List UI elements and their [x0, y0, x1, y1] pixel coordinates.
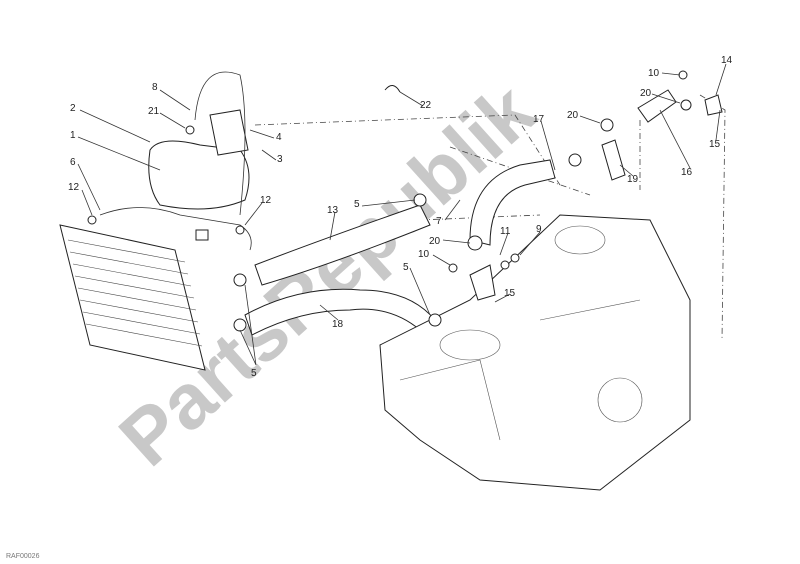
callout-8: 8 — [152, 82, 158, 93]
radiator — [59, 224, 206, 371]
breather-hose — [194, 71, 246, 216]
leader-lines — [77, 63, 727, 366]
callout-12: 12 — [68, 182, 80, 193]
callout-18: 18 — [332, 319, 344, 330]
bracket — [209, 109, 249, 156]
callout-1: 1 — [70, 130, 76, 141]
callout-11: 11 — [500, 226, 511, 237]
tank-hose — [99, 207, 252, 251]
callout-12: 12 — [260, 195, 272, 206]
hose-17 — [469, 159, 556, 246]
callout-5: 5 — [354, 199, 360, 210]
callout-20: 20 — [640, 88, 652, 99]
callout-6: 6 — [70, 157, 76, 168]
callout-3: 3 — [277, 154, 283, 165]
callout-20: 20 — [429, 236, 441, 247]
callout-9: 9 — [536, 224, 542, 235]
expansion-tank — [148, 140, 250, 210]
callout-22: 22 — [420, 100, 432, 111]
callout-7: 7 — [436, 216, 442, 227]
callout-2: 2 — [70, 103, 76, 114]
drawing-code: RAF00026 — [6, 553, 40, 560]
callout-15: 15 — [504, 288, 516, 299]
callouts: 8 2 21 4 1 3 6 12 12 13 5 22 10 14 20 20… — [68, 55, 733, 379]
callout-10: 10 — [648, 68, 660, 79]
callout-10: 10 — [418, 249, 430, 260]
callout-19: 19 — [627, 174, 639, 185]
callout-14: 14 — [721, 55, 733, 66]
callout-16: 16 — [681, 167, 693, 178]
callout-20: 20 — [567, 110, 579, 121]
callout-5: 5 — [251, 368, 257, 379]
callout-4: 4 — [276, 132, 282, 143]
callout-13: 13 — [327, 205, 339, 216]
hose-13 — [254, 204, 431, 286]
callout-17: 17 — [533, 114, 545, 125]
callout-21: 21 — [148, 106, 160, 117]
callout-5: 5 — [403, 262, 409, 273]
callout-15: 15 — [709, 139, 721, 150]
small-parts — [87, 70, 723, 332]
